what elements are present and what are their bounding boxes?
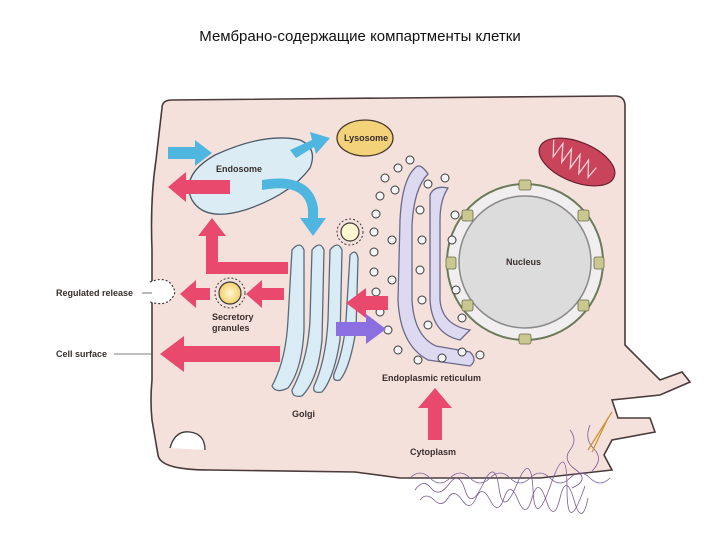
- golgi-label: Golgi: [292, 409, 315, 419]
- cell-surface-label: Cell surface: [56, 349, 107, 359]
- cytoplasm-label: Cytoplasm: [410, 447, 456, 457]
- actin-bundle: [587, 411, 613, 453]
- endoplasmic-reticulum: [397, 165, 475, 367]
- arrow-er-to-golgi: [346, 288, 388, 318]
- arrow-golgi-to-er: [336, 314, 386, 344]
- arrow-golgi-to-granule: [246, 280, 284, 308]
- lysosome-label: Lysosome: [344, 133, 388, 143]
- nucleus-label: Nucleus: [506, 257, 541, 267]
- secretory-granule: [214, 277, 246, 309]
- endosome-label: Endosome: [216, 164, 262, 174]
- mitochondrion: [538, 137, 616, 187]
- exocytosis-pit: [149, 279, 176, 305]
- lysosome: [336, 119, 394, 157]
- arrow-cell-surface: [160, 336, 280, 372]
- slide-title: Мембрано-содержащие компартменты клетки: [199, 28, 521, 45]
- endosome: [188, 137, 314, 215]
- transport-arrows: [160, 132, 452, 440]
- coated-vesicle: [336, 218, 364, 246]
- endocytic-pit: [169, 431, 206, 451]
- arrow-regulated-release: [180, 280, 210, 308]
- secretory-label-line2: granules: [212, 323, 250, 333]
- ribosomes: [369, 155, 485, 365]
- nuclear-pores: [445, 179, 605, 345]
- er-label: Endoplasmic reticulum: [382, 373, 481, 383]
- arrow-golgi-to-endosome: [198, 218, 288, 274]
- cytoskeleton-filaments: [409, 424, 611, 514]
- secretory-label-line1: Secretory: [212, 312, 254, 322]
- arrow-recycle: [168, 172, 230, 202]
- golgi-apparatus: [271, 244, 359, 398]
- arrow-endosome-to-golgi: [262, 178, 326, 236]
- regulated-release-label: Regulated release: [56, 288, 133, 298]
- arrow-uptake: [168, 140, 212, 166]
- arrow-endosome-to-lysosome: [290, 132, 330, 158]
- arrow-cytoplasm-to-er: [418, 388, 452, 440]
